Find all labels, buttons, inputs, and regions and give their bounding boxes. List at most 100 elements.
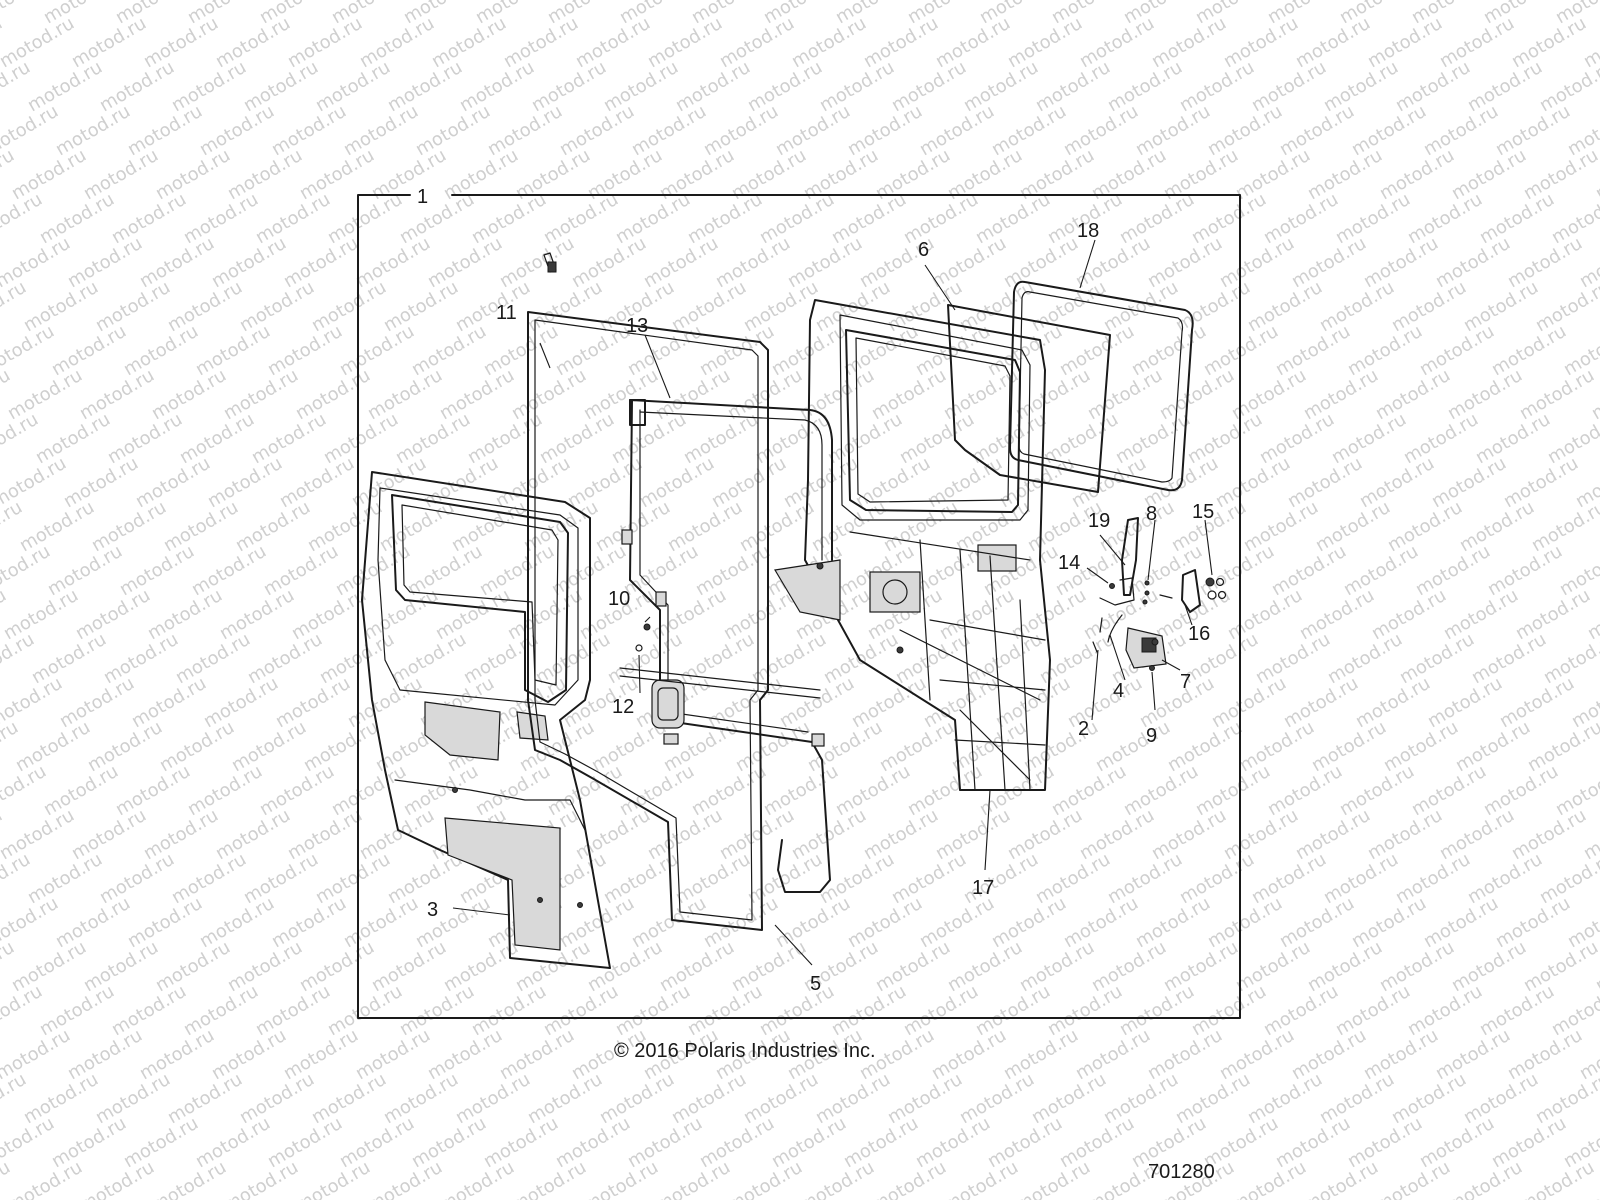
watermark-text: motod.ru [508,365,590,424]
watermark-text: motod.ru [928,1025,1010,1084]
part-18-window-seal[interactable] [1009,280,1194,492]
watermark-text: motod.ru [220,365,302,424]
watermark-text: motod.ru [424,1025,506,1084]
watermark-text: motod.ru [1260,189,1342,248]
watermark-text: motod.ru [424,233,506,292]
part-5-door-seal[interactable] [527,311,769,931]
watermark-text: motod.ru [468,189,550,248]
watermark-text: motod.ru [352,1025,434,1084]
watermark-text: motod.ru [1284,453,1366,512]
watermark-text: motod.ru [380,1069,462,1128]
watermark-text: motod.ru [56,673,138,732]
watermark-text: motod.ru [1376,145,1458,204]
watermark-text: motod.ru [1344,1113,1426,1172]
watermark-text: motod.ru [1184,409,1266,468]
watermark-text: motod.ru [1488,1113,1570,1172]
watermark-text: motod.ru [472,761,554,820]
watermark-text: motod.ru [272,673,354,732]
watermark-text: motod.ru [972,981,1054,1040]
part-3-outer-door-panel[interactable] [361,471,611,969]
watermark-text: motod.ru [1276,893,1358,952]
watermark-text: motod.ru [64,1025,146,1084]
part-6-window-glass[interactable] [947,304,1111,493]
watermark-text: motod.ru [112,761,194,820]
watermark-text: motod.ru [120,321,202,380]
watermark-text: motod.ru [1528,497,1600,556]
watermark-text: motod.ru [1092,717,1174,776]
part-17-inner-door-panel[interactable] [774,299,1051,791]
watermark-text: motod.ru [744,57,826,116]
watermark-text: motod.ru [816,57,898,116]
watermark-text: motod.ru [1508,13,1590,72]
watermark-text: motod.ru [1436,13,1518,72]
watermark-text: motod.ru [1500,453,1582,512]
watermark-text: motod.ru [244,629,326,688]
watermark-text: motod.ru [28,629,110,688]
watermark-text: motod.ru [176,409,258,468]
fasteners-10-11-12[interactable] [543,252,651,652]
watermark-text: motod.ru [852,453,934,512]
watermark-text: motod.ru [292,1157,374,1200]
watermark-text: motod.ru [1076,805,1158,864]
watermark-text: motod.ru [1216,1025,1298,1084]
watermark-text: motod.ru [596,1069,678,1128]
watermark-text: motod.ru [940,1157,1022,1200]
watermark-text: motod.ru [352,233,434,292]
watermark-text: motod.ru [1288,233,1370,292]
watermark-text: motod.ru [1000,233,1082,292]
watermark-text: motod.ru [324,981,406,1040]
watermark-text: motod.ru [1448,145,1530,204]
watermark-text: motod.ru [136,233,218,292]
watermark-text: motod.ru [760,761,842,820]
callout-5: 5 [810,973,821,995]
watermark-text: motod.ru [784,233,866,292]
watermark-text: motod.ru [848,673,930,732]
watermark-text: motod.ru [916,893,998,952]
watermark-text: motod.ru [404,541,486,600]
watermark-text: motod.ru [108,981,190,1040]
watermark-text: motod.ru [840,321,922,380]
callout-14: 14 [1058,552,1080,574]
watermark-text: motod.ru [684,981,766,1040]
watermark-text: motod.ru [300,717,382,776]
drawing-number: 701280 [1148,1161,1215,1183]
part-13-door-frame[interactable] [619,399,833,893]
watermark-text: motod.ru [1296,585,1378,644]
watermark-text: motod.ru [1444,1157,1526,1200]
watermark-text: motod.ru [1076,13,1158,72]
watermark-text: motod.ru [336,321,418,380]
watermark-text: motod.ru [1068,453,1150,512]
watermark-text: motod.ru [408,321,490,380]
watermark-text: motod.ru [156,717,238,776]
watermark-text: motod.ru [208,233,290,292]
watermark-text: motod.ru [460,629,542,688]
watermark-text: motod.ru [172,629,254,688]
callout-11: 11 [496,302,517,324]
watermark-text: motod.ru [776,673,858,732]
watermark-text: motod.ru [700,101,782,160]
watermark-text: motod.ru [984,1113,1066,1172]
watermark-text: motod.ru [1164,717,1246,776]
watermark-text: motod.ru [716,805,798,864]
watermark-text: motod.ru [552,1113,634,1172]
watermark-text: motod.ru [884,1069,966,1128]
watermark-text: motod.ru [1300,1157,1382,1200]
watermark-text: motod.ru [124,101,206,160]
watermark-text: motod.ru [464,409,546,468]
watermark-text: motod.ru [1176,57,1258,116]
latch-hardware-group[interactable] [1092,517,1227,671]
watermark-text: motod.ru [400,761,482,820]
watermark-text: motod.ru [912,1113,994,1172]
callout-17: 17 [972,877,994,899]
watermark-text: motod.ru [1056,321,1138,380]
watermark-text: motod.ru [868,1157,950,1200]
callout-18: 18 [1077,220,1099,242]
watermark-text: motod.ru [1228,1157,1310,1200]
watermark-text: motod.ru [1208,673,1290,732]
watermark-text: motod.ru [1476,189,1558,248]
watermark-text: motod.ru [312,57,394,116]
watermark-text: motod.ru [1380,717,1462,776]
watermark-text: motod.ru [84,717,166,776]
watermark-text: motod.ru [684,189,766,248]
watermark-text: motod.ru [496,233,578,292]
